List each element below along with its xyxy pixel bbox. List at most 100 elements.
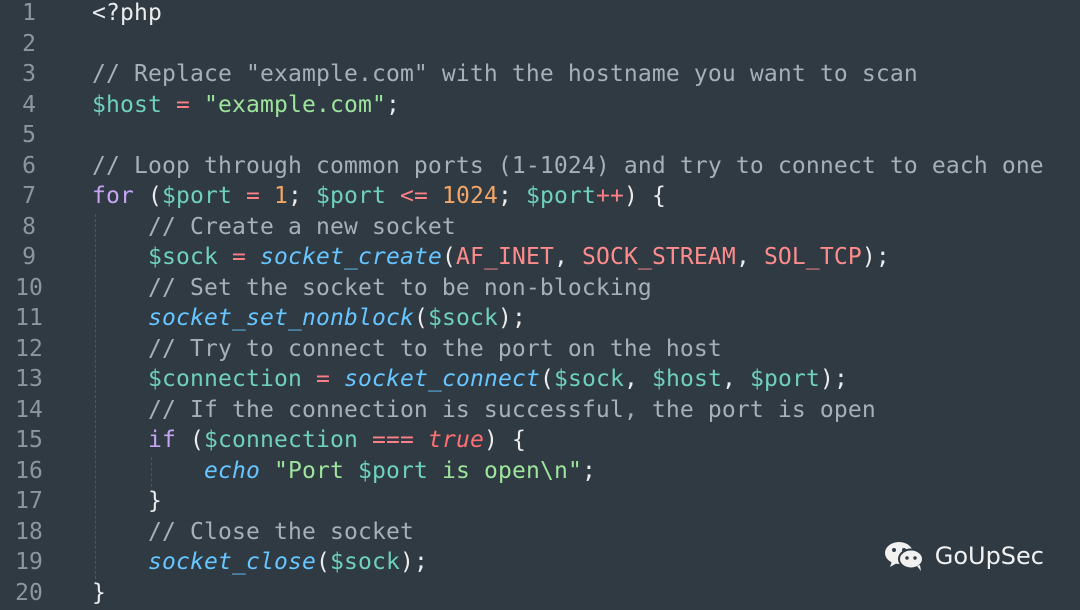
- line-number: 1: [22, 0, 36, 26]
- line-number: 6: [22, 152, 36, 179]
- token-variable: $port: [749, 366, 820, 392]
- token-plain: ) {: [624, 183, 666, 209]
- code-text[interactable]: $sock = socket_create(AF_INET, SOCK_STRE…: [92, 244, 890, 270]
- token-variable: $port: [357, 457, 428, 484]
- token-plain: [414, 427, 428, 453]
- code-line[interactable]: 4 $host = "example.com";: [0, 92, 1080, 122]
- code-text[interactable]: $connection = socket_connect($sock, $hos…: [92, 366, 848, 392]
- token-variable: $port: [162, 183, 232, 209]
- token-plain: (: [441, 244, 456, 270]
- code-line[interactable]: 1 <?php: [0, 0, 1080, 30]
- token-variable: $sock: [553, 366, 624, 392]
- code-line[interactable]: 13 $connection = socket_connect($sock, $…: [0, 366, 1080, 396]
- token-plain: ,: [553, 244, 582, 270]
- code-line[interactable]: 12 // Try to connect to the port on the …: [0, 336, 1080, 366]
- code-text[interactable]: $host = "example.com";: [92, 92, 400, 118]
- watermark: GoUpSec: [883, 539, 1044, 573]
- code-text[interactable]: if ($connection === true) {: [92, 427, 526, 453]
- token-function: socket_create: [260, 244, 442, 270]
- token-variable: $connection: [148, 366, 302, 392]
- token-operator: =: [232, 244, 246, 270]
- code-text[interactable]: // Close the socket: [92, 519, 414, 545]
- token-plain: ,: [721, 366, 750, 392]
- code-line[interactable]: 6 // Loop through common ports (1-1024) a…: [0, 153, 1080, 183]
- token-plain: (: [176, 427, 204, 453]
- token-boolean: true: [427, 427, 484, 453]
- token-variable: $sock: [329, 549, 400, 575]
- token-comment: // Try to connect to the port on the hos…: [92, 335, 722, 362]
- line-number: 7: [22, 183, 36, 209]
- code-line[interactable]: 18 // Close the socket: [0, 519, 1080, 549]
- token-plain: (: [413, 305, 428, 331]
- code-text[interactable]: }: [92, 488, 162, 514]
- line-number: 15: [15, 427, 43, 453]
- token-string: "Port: [273, 457, 358, 484]
- code-line[interactable]: 15 if ($connection === true) {: [0, 427, 1080, 457]
- line-number: 4: [22, 91, 36, 118]
- code-line[interactable]: 5: [0, 122, 1080, 152]
- line-number: 11: [15, 305, 43, 331]
- token-function: echo: [203, 457, 260, 484]
- token-plain: (: [539, 366, 554, 392]
- token-plain: ) {: [483, 427, 526, 453]
- code-line[interactable]: 3// Replace "example.com" with the hostn…: [0, 61, 1080, 91]
- code-text[interactable]: // Create a new socket: [92, 214, 456, 240]
- token-plain: (: [134, 183, 162, 209]
- code-line[interactable]: 16 echo "Port $port is open\n";: [0, 458, 1080, 488]
- token-comment: // Loop through common ports (1-1024) an…: [92, 152, 1044, 179]
- token-operator: ++: [596, 183, 624, 209]
- line-number: 10: [15, 274, 43, 301]
- code-text[interactable]: // Replace "example.com" with the hostna…: [92, 61, 918, 87]
- token-constant: AF_INET: [455, 244, 554, 270]
- indent-guide-inner: [151, 457, 153, 487]
- code-line[interactable]: 11 socket_set_nonblock($sock);: [0, 305, 1080, 335]
- watermark-text: GoUpSec: [934, 542, 1044, 570]
- code-line[interactable]: 10 // Set the socket to be non-blocking: [0, 275, 1080, 305]
- code-line[interactable]: 17 }: [0, 488, 1080, 518]
- token-operator: <=: [400, 183, 428, 209]
- token-plain: );: [861, 244, 890, 270]
- token-operator: =: [176, 91, 190, 118]
- code-text[interactable]: socket_close($sock);: [92, 549, 428, 575]
- token-plain: [260, 458, 274, 484]
- token-plain: ,: [735, 244, 764, 270]
- code-text[interactable]: for ($port = 1; $port <= 1024; $port++) …: [92, 183, 666, 209]
- token-plain: (: [315, 549, 330, 575]
- token-comment: // Set the socket to be non-blocking: [92, 274, 652, 301]
- token-string: "example.com": [204, 91, 386, 118]
- token-plain: ;: [581, 457, 596, 484]
- token-keyword: for: [92, 183, 134, 209]
- line-number: 12: [15, 335, 43, 362]
- code-line[interactable]: 2: [0, 31, 1080, 61]
- code-line[interactable]: 20}: [0, 580, 1080, 610]
- code-text[interactable]: socket_set_nonblock($sock);: [92, 305, 526, 331]
- code-text[interactable]: // Loop through common ports (1-1024) an…: [92, 153, 1044, 179]
- token-plain: ;: [288, 183, 316, 209]
- token-variable: $host: [651, 366, 722, 392]
- code-text[interactable]: // If the connection is successful, the …: [92, 397, 876, 423]
- token-function: socket_connect: [343, 366, 540, 392]
- code-text[interactable]: <?php: [92, 0, 162, 26]
- code-text[interactable]: }: [92, 580, 106, 606]
- code-text[interactable]: echo "Port $port is open\n";: [92, 458, 596, 484]
- code-line[interactable]: 9 $sock = socket_create(AF_INET, SOCK_ST…: [0, 244, 1080, 274]
- line-number: 5: [22, 122, 36, 148]
- token-plain: [92, 366, 148, 392]
- token-variable: $port: [316, 183, 386, 209]
- token-plain: [302, 366, 316, 392]
- token-variable: $sock: [148, 244, 218, 270]
- line-number: 18: [15, 518, 43, 545]
- token-variable: $connection: [204, 427, 358, 453]
- token-plain: [386, 183, 400, 209]
- code-text[interactable]: // Set the socket to be non-blocking: [92, 275, 652, 301]
- token-operator: =: [246, 183, 260, 209]
- line-number: 13: [15, 366, 43, 392]
- token-operator: =: [315, 366, 330, 392]
- code-text[interactable]: // Try to connect to the port on the hos…: [92, 336, 722, 362]
- code-line[interactable]: 8 // Create a new socket: [0, 214, 1080, 244]
- code-line[interactable]: 14 // If the connection is successful, t…: [0, 397, 1080, 427]
- line-number: 2: [22, 30, 36, 57]
- code-line[interactable]: 19 socket_close($sock);: [0, 549, 1080, 579]
